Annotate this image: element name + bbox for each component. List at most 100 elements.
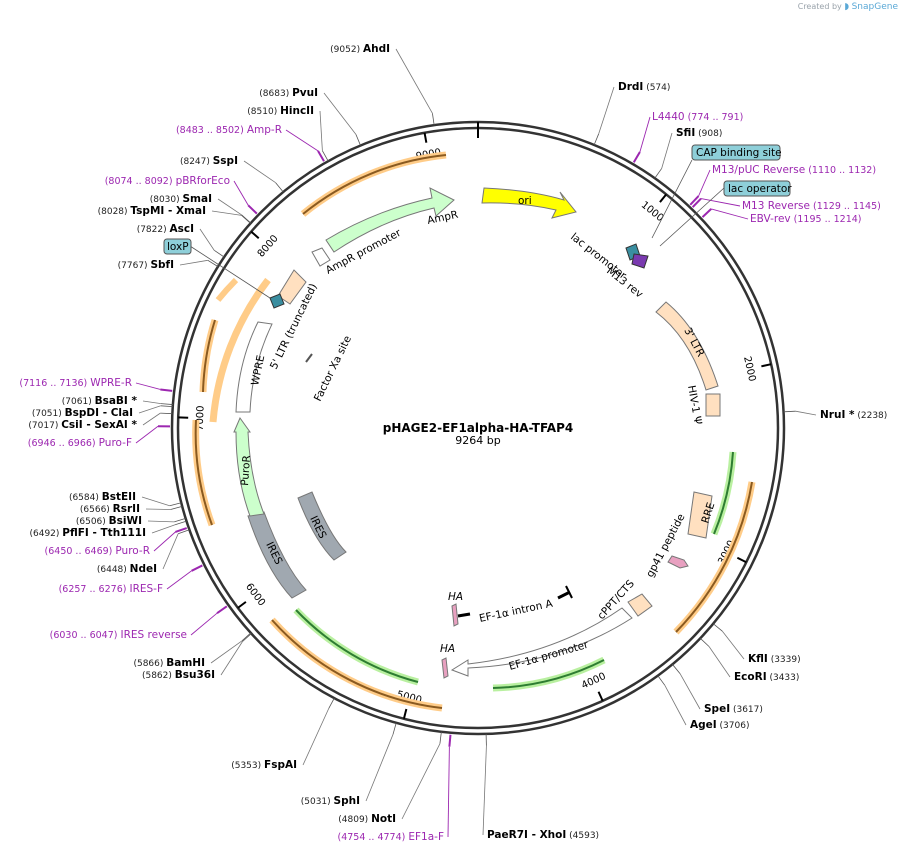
site-leader xyxy=(142,400,161,405)
primer-sites: L4440 (774 .. 791)M13/pUC Reverse (1110 … xyxy=(19,111,880,843)
site-tick xyxy=(672,664,681,674)
orange-arc-left-mid-core xyxy=(194,419,213,526)
green-arc-lower-left xyxy=(293,607,419,686)
site-leader xyxy=(395,48,433,114)
label-ef1a-intron: EF-1α intron A xyxy=(478,597,554,624)
tick-label-4000: 4000 xyxy=(580,671,608,692)
site-leader xyxy=(217,198,243,216)
site-leader xyxy=(365,734,394,802)
label-ha-lower: HA xyxy=(440,643,455,655)
primer-tick xyxy=(689,195,700,206)
orange-arc-left-top xyxy=(215,277,239,302)
site-tick xyxy=(214,250,225,258)
cap-leader xyxy=(651,159,693,239)
site-label-4: (8030) SmaI xyxy=(150,193,212,205)
site-leader xyxy=(199,228,215,251)
site-tick xyxy=(654,168,663,179)
lac-marker-2 xyxy=(631,253,649,269)
site-tick xyxy=(160,405,173,408)
site-leader xyxy=(211,210,242,216)
site-tick xyxy=(169,502,182,507)
site-tick xyxy=(392,722,397,735)
snapgene-credit: Created by ◗ SnapGene xyxy=(798,2,898,12)
site-label-12: (6566) RsrII xyxy=(80,503,140,515)
primer-leader xyxy=(447,746,450,838)
green-arc-right xyxy=(710,451,737,536)
tick-mark-4000 xyxy=(597,691,604,702)
label-puror: PuroR xyxy=(239,455,253,486)
site-tick xyxy=(160,403,173,405)
primer-leader xyxy=(190,612,218,636)
rre-box xyxy=(687,491,713,539)
site-label-19: (5031) SphI xyxy=(301,795,360,807)
site-leader xyxy=(243,160,276,184)
site-leader xyxy=(151,524,176,534)
site-tick xyxy=(241,632,252,642)
primer-leader xyxy=(700,198,741,207)
primer-leader xyxy=(135,382,161,390)
label-ampr: AmpR xyxy=(426,209,459,227)
credit-prefix: Created by xyxy=(797,2,842,11)
site-label-11: (6584) BstEII xyxy=(69,491,136,503)
site-leader xyxy=(482,745,487,836)
ampr-outer-arc-core xyxy=(302,154,447,215)
site-label-0: (9052) AhdI xyxy=(330,43,390,55)
primer-label-5: (8074 .. 8092) pBRforEco xyxy=(105,175,230,187)
orange-arc-left-upper-core xyxy=(202,319,216,393)
site-tick xyxy=(322,150,329,162)
ef1a-promoter-arrow xyxy=(450,607,633,677)
site-tick xyxy=(170,506,183,510)
primer-tick xyxy=(247,204,258,215)
intron-a-start xyxy=(457,612,471,618)
site-tick xyxy=(355,134,361,146)
plasmid-name: pHAGE2-EF1alpha-HA-TFAP4 xyxy=(383,421,573,435)
site-tick xyxy=(174,517,186,523)
intron-a-cap xyxy=(565,585,573,599)
primer-label-9: (6257 .. 6276) IRES-F xyxy=(59,583,163,595)
tick-label-8000: 8000 xyxy=(256,233,281,259)
site-label-25: EcoRI (3433) xyxy=(734,671,799,683)
hiv1-psi-box xyxy=(705,393,721,417)
site-tick xyxy=(241,215,251,224)
primer-leader xyxy=(166,570,192,590)
site-label-7: (7767) SbfI xyxy=(118,259,174,271)
site-label-10: (7017) CsiI - SexAI * xyxy=(28,419,137,431)
site-label-5: (8028) TspMI - XmaI xyxy=(98,205,206,217)
site-leader xyxy=(141,496,170,507)
tick-label-6000: 6000 xyxy=(243,581,267,608)
site-leader xyxy=(302,708,329,766)
primer-tick xyxy=(175,527,188,533)
site-tick xyxy=(439,731,442,744)
site-tick xyxy=(207,259,219,267)
site-label-14: (6492) PflFI - Tth111I xyxy=(29,527,146,539)
orange-arc-lower-left-core xyxy=(271,619,443,709)
5ltr-box xyxy=(277,269,307,305)
site-label-9: (7051) BspDI - ClaI xyxy=(32,407,133,419)
tick-mark-3000 xyxy=(736,556,747,564)
green-arc-bottom-core xyxy=(492,659,605,689)
tick-label-7000: 7000 xyxy=(195,405,207,431)
site-tick xyxy=(275,182,284,193)
primer-label-11: (4754 .. 4774) EF1a-F xyxy=(338,831,445,843)
ha-tag-upper xyxy=(451,603,459,627)
site-tick xyxy=(328,697,335,709)
green-arc-lower-left-core xyxy=(295,609,419,683)
gp41-arrow xyxy=(667,555,689,569)
ampr-promoter-arrow xyxy=(311,247,331,267)
site-leader xyxy=(147,520,175,523)
site-label-26: SpeI (3617) xyxy=(704,703,763,715)
site-leader xyxy=(664,685,687,726)
site-leader xyxy=(401,743,441,820)
primer-label-4: (8483 .. 8502) Amp-R xyxy=(176,124,282,136)
site-leader xyxy=(323,92,357,135)
orange-arc-left-upper xyxy=(199,318,219,393)
site-leader xyxy=(162,533,179,570)
site-leader xyxy=(220,641,243,676)
site-label-23: NruI * (2238) xyxy=(820,409,887,421)
boxed-labels: CAP binding site lac operator loxP xyxy=(163,144,792,299)
label-hiv1-psi: HIV-1 Ψ xyxy=(685,384,704,425)
primer-label-1: M13/pUC Reverse (1110 .. 1132) xyxy=(712,164,876,176)
site-label-17: (5862) Bsu36I xyxy=(142,669,215,681)
primer-tick xyxy=(632,151,641,163)
snapgene-logo-icon: ◗ xyxy=(844,2,850,12)
